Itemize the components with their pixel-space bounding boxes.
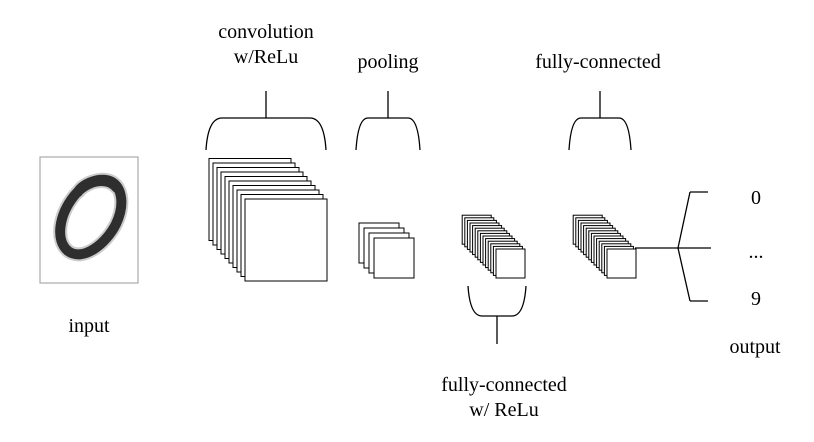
fully-connected-layer [572, 214, 637, 279]
fc-unit [606, 248, 637, 279]
pooling-label: pooling [357, 51, 418, 73]
fully-connected-relu-layer [461, 214, 526, 279]
output-class-0: 0 [751, 187, 761, 209]
handwritten-zero-icon [53, 172, 129, 262]
convolution-feature-maps [208, 158, 328, 282]
pooling-feature-maps [358, 222, 415, 279]
pooled-map [373, 237, 415, 279]
output-ellipsis: ... [749, 241, 764, 263]
convolution-label-line1: convolution [218, 21, 314, 43]
input-image [39, 156, 139, 284]
output-label: output [729, 336, 781, 358]
fc-relu-unit [495, 248, 526, 279]
fully-connected-relu-brace [467, 285, 527, 344]
convolution-label-line2: w/ReLu [234, 46, 298, 68]
output-fork [635, 191, 711, 302]
fully-connected-relu-label-line2: w/ ReLu [469, 399, 538, 421]
input-label: input [68, 315, 110, 337]
output-class-9: 9 [751, 288, 761, 310]
feature-map [244, 198, 328, 282]
pooling-brace [355, 91, 421, 151]
convolution-brace [205, 91, 327, 151]
fully-connected-brace [568, 91, 632, 151]
fully-connected-relu-label-line1: fully-connected [441, 374, 567, 396]
fully-connected-label: fully-connected [535, 51, 661, 73]
